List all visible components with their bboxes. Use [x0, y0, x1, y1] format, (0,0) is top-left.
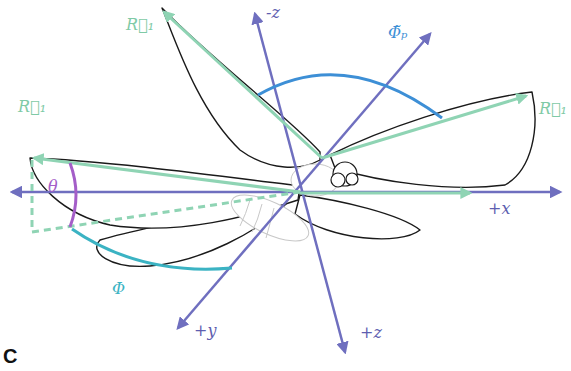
- projection-line: [32, 160, 300, 232]
- eye: [331, 173, 345, 187]
- panel-letter: C: [3, 345, 17, 368]
- vector-label: R⃗₁: [539, 100, 567, 118]
- vector-label: R⃗₁: [126, 16, 154, 34]
- axis-label: -z: [266, 4, 280, 22]
- eye: [346, 173, 358, 185]
- abdomen-segments: [240, 200, 274, 238]
- wing-vector: [300, 192, 470, 195]
- z-axis: [255, 14, 345, 352]
- axis-label: +z: [360, 324, 382, 342]
- vector-label: R⃗₁: [18, 98, 46, 116]
- wing-vector: [164, 12, 322, 158]
- angle-label: θ: [48, 178, 58, 196]
- axis-label: +y: [194, 322, 216, 340]
- angle-label: Φ: [112, 280, 125, 298]
- axis-label: +x: [488, 200, 510, 218]
- theta-arc: [70, 163, 76, 227]
- angle-label: Φ̃ₚ: [388, 24, 408, 42]
- phi-arc: [72, 229, 232, 269]
- forewing: [330, 92, 535, 187]
- phi-p-arc: [258, 75, 442, 118]
